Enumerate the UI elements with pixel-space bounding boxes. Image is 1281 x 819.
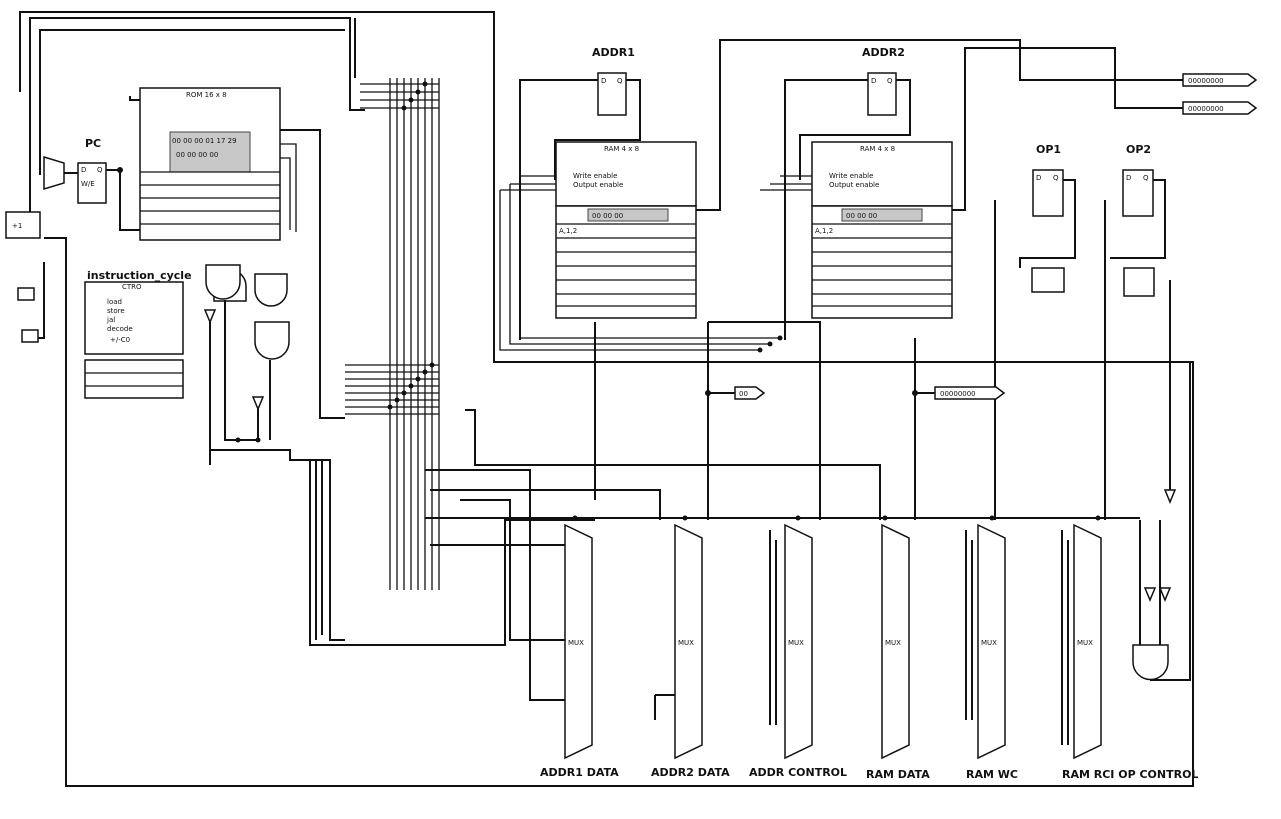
mux-6: MUX RAM RCI OP CONTROL [1061, 523, 1198, 781]
ram2-oe: Output enable [829, 181, 879, 189]
op2-label: OP2 [1126, 143, 1151, 156]
output-small: 00 [739, 390, 748, 398]
instruction-cycle-label: instruction_cycle [87, 269, 192, 282]
mux-3-caption: ADDR CONTROL [749, 766, 847, 779]
ram1-title: RAM 4 x 8 [604, 145, 639, 153]
svg-text:Q: Q [1053, 174, 1059, 182]
ram2-addr: A,1,2 [815, 227, 833, 235]
output-top1: 00000000 [1188, 77, 1224, 85]
mux-5: MUX RAM WC [965, 523, 1018, 781]
ram1-oe: Output enable [573, 181, 623, 189]
output-mid: 00000000 [940, 390, 976, 398]
mux-4-caption: RAM DATA [866, 768, 930, 781]
rom-16x8: ROM 16 x 8 00 00 00 01 17 29 00 00 00 00 [129, 87, 345, 419]
mux-2-label: MUX [678, 639, 694, 647]
main-bus [345, 78, 440, 590]
mux-5-caption: RAM WC [966, 768, 1018, 781]
ram-1: RAM 4 x 8 Write enable Output enable 00 … [500, 39, 1183, 319]
op1-label: OP1 [1036, 143, 1061, 156]
port-jal: jal [106, 316, 115, 324]
rom-cells: 00 00 00 01 17 29 [172, 137, 237, 145]
instruction-cycle-sub: CTRO [122, 283, 142, 291]
mux-1-label: MUX [568, 639, 584, 647]
addr1-label: ADDR1 [592, 46, 635, 59]
op2-register: OP2 D Q [1110, 143, 1171, 495]
svg-text:D: D [1126, 174, 1131, 182]
port-load: load [107, 298, 122, 306]
mux-control-lines [309, 409, 1140, 701]
pc-register: PC D Q W/E +1 [5, 137, 140, 239]
op-control-logic [1132, 362, 1191, 681]
svg-text:D: D [1036, 174, 1041, 182]
mux-2: MUX ADDR2 DATA [651, 523, 730, 779]
outer-wire-frame [19, 11, 1194, 787]
output-pins: 00000000 00000000 00000000 00 [708, 73, 1258, 400]
svg-text:Q: Q [887, 77, 893, 85]
mux-6-caption: RAM RCI OP CONTROL [1062, 768, 1198, 781]
mux-5-label: MUX [981, 639, 997, 647]
ram2-title: RAM 4 x 8 [860, 145, 895, 153]
ram-2: RAM 4 x 8 Write enable Output enable 00 … [760, 47, 1183, 319]
ram1-addr: A,1,2 [559, 227, 577, 235]
svg-text:Q: Q [617, 77, 623, 85]
mux-4: MUX RAM DATA [866, 523, 930, 781]
ram-bus-wires [499, 176, 1106, 520]
svg-text:Q: Q [1143, 174, 1149, 182]
port-decode: decode [107, 325, 133, 333]
mux-1: MUX ADDR1 DATA [540, 523, 619, 779]
mux-1-caption: ADDR1 DATA [540, 766, 619, 779]
cycle-out: +/-C0 [110, 336, 130, 344]
mux-4-label: MUX [885, 639, 901, 647]
rom-row2: 00 00 00 00 [176, 151, 218, 159]
ram2-we: Write enable [829, 172, 873, 180]
svg-text:W/E: W/E [81, 180, 95, 188]
op1-register: OP1 D Q [1019, 143, 1076, 293]
addr1-register: ADDR1 D Q [519, 46, 641, 340]
svg-text:D: D [871, 77, 876, 85]
port-store: store [107, 307, 125, 315]
svg-text:D: D [601, 77, 606, 85]
addr2-register: ADDR2 D Q [784, 46, 911, 340]
pc-label: PC [85, 137, 101, 150]
instruction-cycle: instruction_cycle CTRO load store jal de… [17, 262, 192, 399]
ram1-cells: 00 00 00 [592, 212, 623, 220]
svg-text:+1: +1 [12, 222, 22, 230]
ram1-we: Write enable [573, 172, 617, 180]
svg-text:Q: Q [97, 166, 103, 174]
addr2-label: ADDR2 [862, 46, 905, 59]
mux-2-caption: ADDR2 DATA [651, 766, 730, 779]
mux-6-label: MUX [1077, 639, 1093, 647]
output-top2: 00000000 [1188, 105, 1224, 113]
control-gates [203, 264, 345, 641]
ram2-cells: 00 00 00 [846, 212, 877, 220]
svg-text:D: D [81, 166, 86, 174]
rom-title: ROM 16 x 8 [186, 91, 227, 99]
mux-3: MUX ADDR CONTROL [749, 523, 847, 779]
mux-3-label: MUX [788, 639, 804, 647]
